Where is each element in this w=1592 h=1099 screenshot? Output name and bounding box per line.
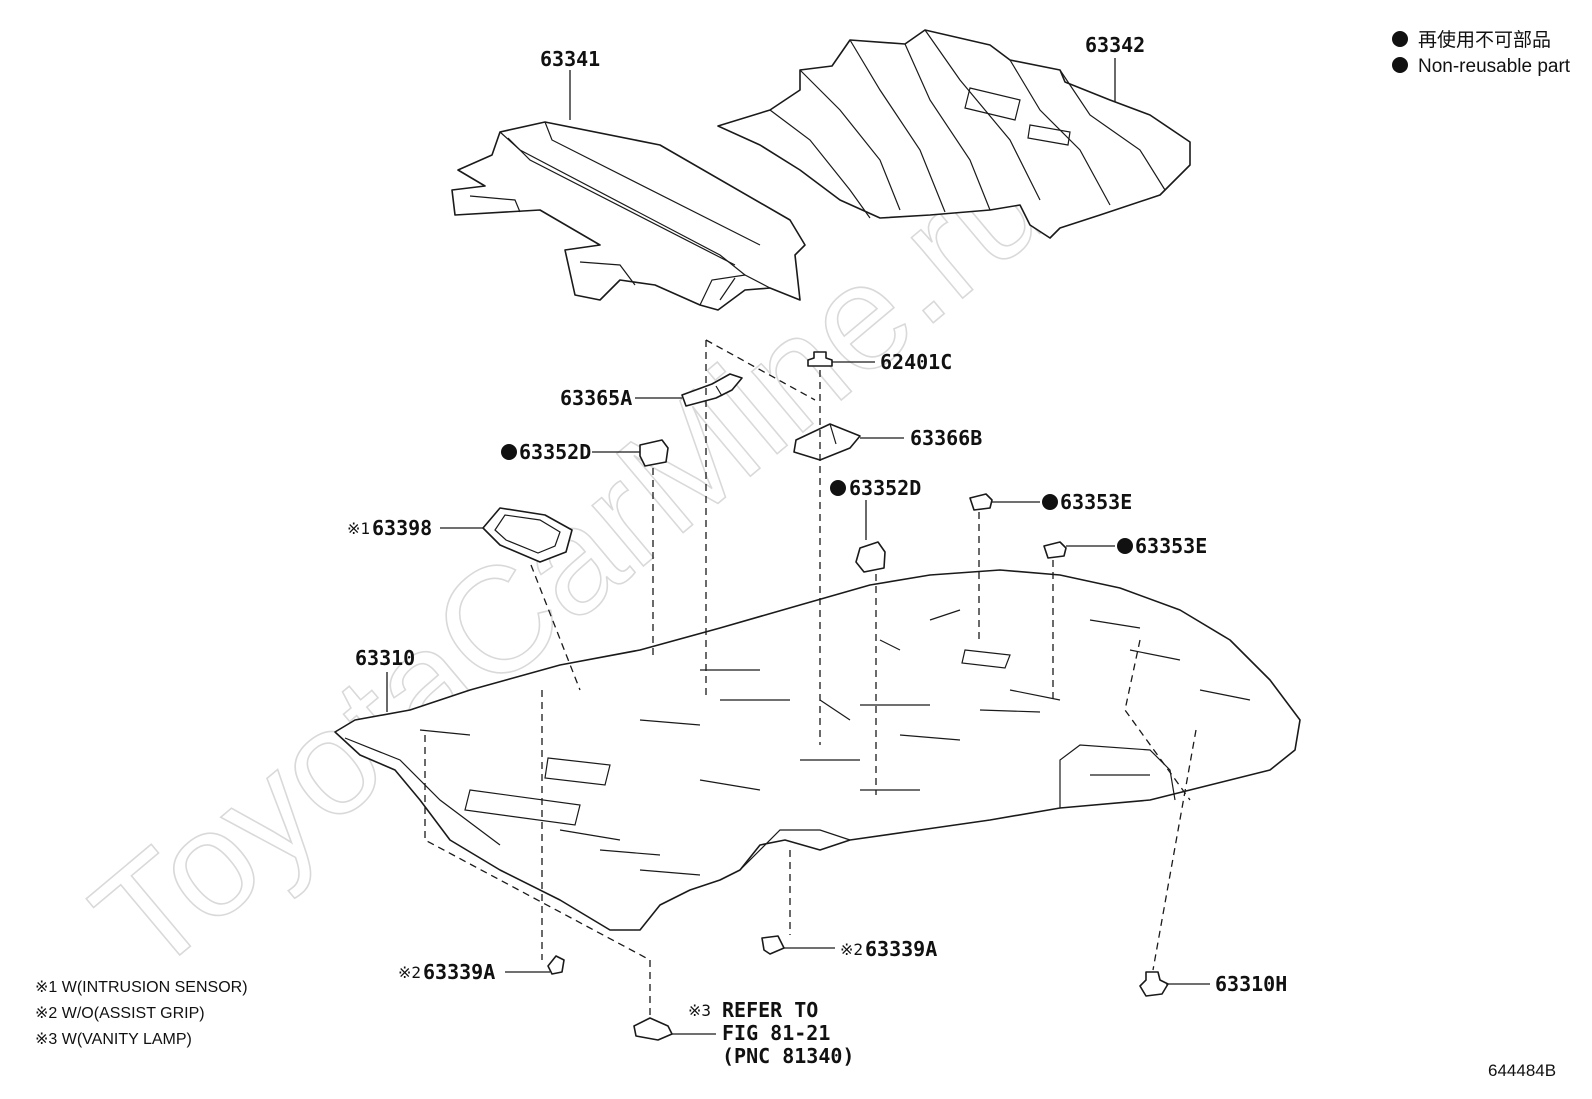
clip-63310H bbox=[1139, 971, 1169, 997]
footnote-2: ※2 W/O(ASSIST GRIP) bbox=[35, 1005, 205, 1022]
assembly-dashed-lines bbox=[424, 339, 1197, 1018]
pad-63353E-lower bbox=[1043, 541, 1067, 559]
legend-dot-jp bbox=[1392, 31, 1408, 47]
pad-63353E-upper bbox=[969, 493, 993, 511]
mark-refer: ※3 bbox=[688, 1001, 711, 1020]
label-63352D-mid: 63352D bbox=[849, 476, 921, 500]
bracket-63365A bbox=[681, 373, 743, 407]
label-63339A-left: 63339A bbox=[423, 960, 495, 984]
legend-dot-en bbox=[1392, 57, 1408, 73]
refer-line-3: (PNC 81340) bbox=[722, 1044, 854, 1068]
label-63353E-upper: 63353E bbox=[1060, 490, 1132, 514]
non-reusable-dot-63353E-lower bbox=[1117, 538, 1133, 554]
bracket-63366B bbox=[793, 423, 861, 461]
label-63366B: 63366B bbox=[910, 426, 982, 450]
vanity-lamp-ref-part bbox=[633, 1017, 673, 1041]
non-reusable-dot-63352D-left bbox=[501, 444, 517, 460]
label-63365A: 63365A bbox=[560, 386, 632, 410]
pad-63352D-mid bbox=[855, 541, 886, 573]
figure-id: 644484B bbox=[1488, 1061, 1556, 1080]
roof-headlining-63310 bbox=[334, 569, 1301, 931]
label-63398: 63398 bbox=[372, 516, 432, 540]
label-63310: 63310 bbox=[355, 646, 415, 670]
clip-63339A-right bbox=[761, 935, 785, 955]
footnote-1: ※1 W(INTRUSION SENSOR) bbox=[35, 979, 248, 996]
non-reusable-dot-63353E-upper bbox=[1042, 494, 1058, 510]
legend-english: Non-reusable part bbox=[1418, 56, 1571, 77]
legend-japanese: 再使用不可部品 bbox=[1418, 29, 1551, 51]
footnotes: ※1 W(INTRUSION SENSOR) ※2 W/O(ASSIST GRI… bbox=[35, 979, 248, 1048]
label-63341: 63341 bbox=[540, 47, 600, 71]
label-63352D-left: 63352D bbox=[519, 440, 591, 464]
pad-63352D-left bbox=[639, 439, 669, 467]
mark-63339A-left: ※2 bbox=[398, 963, 421, 982]
footnote-3: ※3 W(VANITY LAMP) bbox=[35, 1031, 192, 1048]
refer-line-2: FIG 81-21 bbox=[722, 1021, 830, 1045]
mark-63398: ※1 bbox=[347, 519, 370, 538]
silencer-pad-63342 bbox=[717, 29, 1191, 239]
non-reusable-dot-63352D-mid bbox=[830, 480, 846, 496]
cover-63398 bbox=[482, 507, 573, 563]
label-63310H: 63310H bbox=[1215, 972, 1287, 996]
label-63353E-lower: 63353E bbox=[1135, 534, 1207, 558]
legend: 再使用不可部品 Non-reusable part bbox=[1392, 29, 1571, 77]
refer-line-1: REFER TO bbox=[722, 998, 818, 1022]
clip-63339A-left bbox=[547, 955, 565, 975]
label-63339A-right: 63339A bbox=[865, 937, 937, 961]
clip-62401C bbox=[807, 351, 833, 367]
label-63342: 63342 bbox=[1085, 33, 1145, 57]
label-62401C: 62401C bbox=[880, 350, 952, 374]
mark-63339A-right: ※2 bbox=[840, 940, 863, 959]
silencer-pad-63341 bbox=[451, 121, 806, 311]
